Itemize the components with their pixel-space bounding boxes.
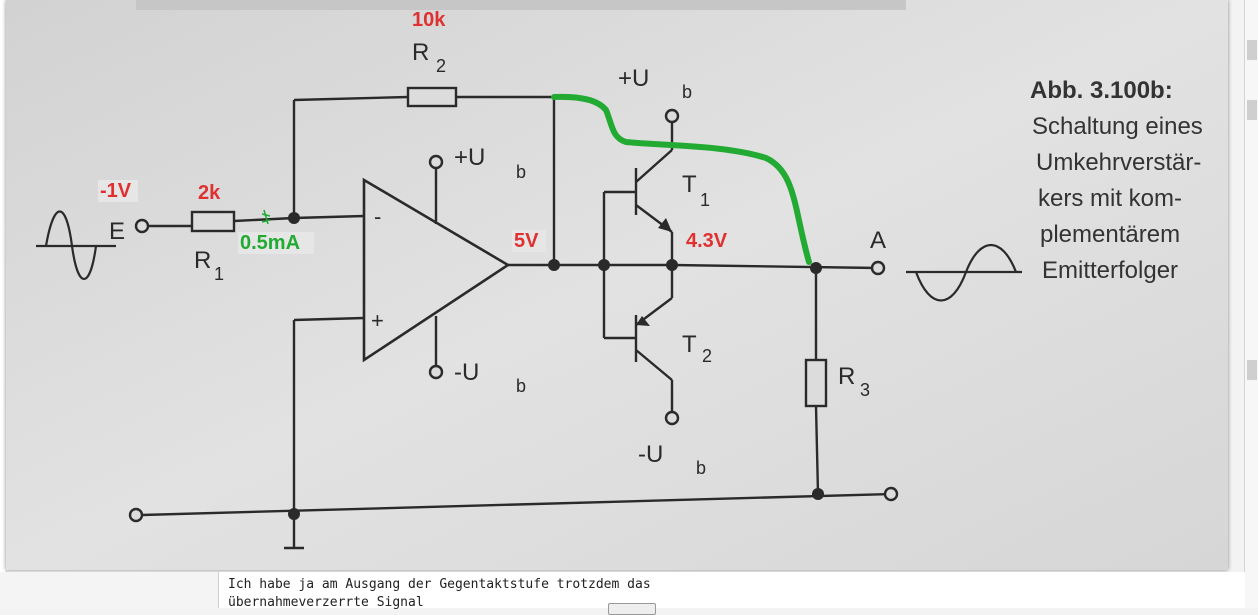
- forum-line: Ich habe ja am Ausgang der Gegentaktstuf…: [228, 577, 651, 592]
- input-waveform-icon: [36, 210, 116, 280]
- r3-label: R: [838, 363, 855, 390]
- caption-line: plementärem: [1040, 221, 1180, 248]
- opamp-minus-label: -: [374, 204, 381, 229]
- t2-supply-sub: b: [696, 458, 706, 478]
- r1-subscript: 1: [214, 264, 224, 284]
- t1-supply-label: +U: [618, 65, 649, 92]
- terminals: [128, 108, 899, 523]
- opamp-supply-pos-label: +U: [454, 144, 485, 171]
- scrollbar-tab[interactable]: [1247, 40, 1257, 60]
- annotation-input-voltage: -1V: [100, 180, 132, 202]
- opamp-supply-neg-sub: b: [516, 376, 526, 396]
- caption-line: Schaltung eines: [1032, 113, 1203, 140]
- t1-label: T: [682, 171, 697, 198]
- output-label: A: [870, 227, 886, 254]
- t2-emitter-arrow: [636, 316, 650, 326]
- input-label: E: [109, 218, 125, 245]
- opamp-supply-neg-label: -U: [454, 359, 479, 386]
- current-arrow-mark: [261, 209, 271, 225]
- opamp-plus-label: +: [371, 308, 384, 333]
- caption-line: Umkehrverstär-: [1036, 149, 1201, 176]
- t2-subscript: 2: [702, 346, 712, 366]
- t2-label: T: [682, 331, 697, 358]
- t1-subscript: 1: [700, 190, 710, 210]
- annotation-r1-value: 2k: [198, 182, 221, 204]
- t1-emitter-arrow: [658, 218, 672, 232]
- scrollbar[interactable]: [1244, 0, 1258, 608]
- scrollbar-tab[interactable]: [1247, 360, 1257, 380]
- forum-line: übernahmeverzerrte Signal: [228, 595, 424, 610]
- paper-background: [6, 0, 1228, 570]
- t1-supply-sub: b: [682, 82, 692, 102]
- caption-line: Emitterfolger: [1042, 257, 1178, 284]
- annotation-bg: [238, 232, 314, 254]
- resistor-r1: [190, 210, 236, 233]
- caption-line: kers mit kom-: [1038, 185, 1182, 212]
- junction-dots: [288, 212, 824, 520]
- opamp-symbol: [362, 177, 511, 363]
- circuit-photo: E A R 1 R 2 R 3 T 1 T 2 - + +U b -U b +U…: [6, 0, 1228, 570]
- figure-caption: Abb. 3.100b: Schaltung eines Umkehrverst…: [1030, 77, 1203, 284]
- annotation-bg: [512, 230, 546, 252]
- forum-post-panel: [218, 572, 1245, 608]
- r2-subscript: 2: [436, 56, 446, 76]
- annotation-opamp-output-voltage: 5V: [514, 230, 539, 252]
- resistor-r2: [406, 86, 458, 108]
- caption-title: Abb. 3.100b:: [1030, 77, 1173, 104]
- annotation-emitter-voltage: 4.3V: [686, 230, 728, 252]
- forum-button[interactable]: [608, 603, 656, 615]
- r1-label: R: [194, 247, 211, 274]
- highlight-path: [551, 93, 812, 265]
- r2-label: R: [412, 39, 429, 66]
- annotation-bg: [98, 180, 138, 202]
- annotation-current: 0.5mA: [240, 232, 300, 254]
- opamp-supply-pos-sub: b: [516, 162, 526, 182]
- output-waveform-icon: [906, 243, 1022, 302]
- page-edge-shadow: [136, 0, 906, 10]
- r3-subscript: 3: [860, 380, 870, 400]
- annotation-r2-value: 10k: [412, 9, 446, 31]
- t2-supply-label: -U: [638, 441, 663, 468]
- scrollbar-tab[interactable]: [1247, 100, 1257, 120]
- resistor-r3: [804, 358, 828, 408]
- forum-post-text: Ich habe ja am Ausgang der Gegentaktstuf…: [228, 576, 928, 612]
- circuit-schematic: E A R 1 R 2 R 3 T 1 T 2 - + +U b -U b +U…: [6, 0, 1228, 570]
